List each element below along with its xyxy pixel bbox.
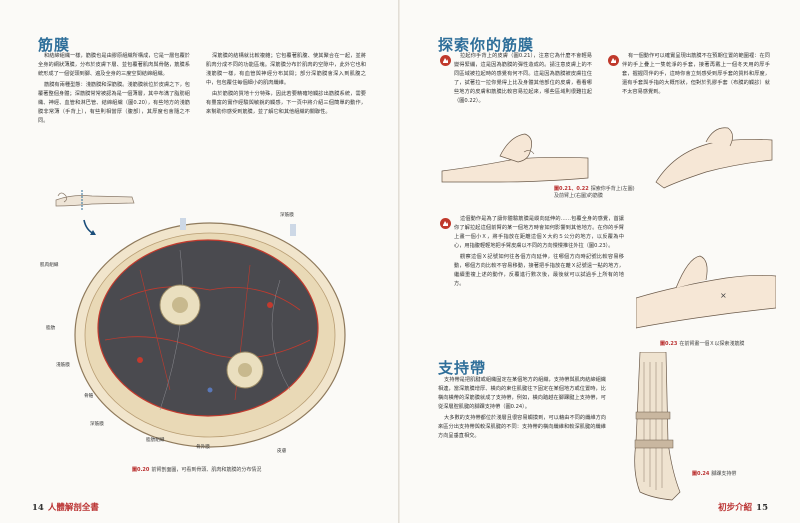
paragraph: 深筋膜的結構就比較複雜；它包覆著肌腹、使其聚合在一起，並將肌肉分成不同的功能區塊… (206, 53, 366, 86)
explore-step-3: 這個動作是為了讓你體驗筋膜是縱向延伸的……包覆全身的感覺，首讓你了解拉起這個前臂… (454, 215, 624, 335)
paragraph: 大多數的支持帶都位於淺層且很容易觸摸到，可以藉由不同的纖維方向來區分出支持帶與較… (438, 415, 606, 439)
caption-number: 圖0.20 (132, 467, 150, 473)
explore-step-1: 拉起你手背上的皮膚（圖0.21），注意它為什麼不會輕易變得緊繃，這是因為筋膜的彈… (454, 52, 592, 134)
retinaculum-text: 支持帶是把肌腱或組織固定在某個地方的組織，支持帶與肌肉結締組織相連，當深筋膜增厚… (438, 376, 606, 502)
label-fat: 脂肪 (46, 326, 56, 331)
left-page: 筋膜 和結締組織一樣，筋膜也是由膠原組織所構成，它是一層包覆於全身的網狀薄膜，分… (28, 36, 366, 513)
chapter-title: 初步介紹 (718, 503, 753, 513)
paragraph: 和結締組織一樣，筋膜也是由膠原組織所構成，它是一層包覆於全身的網狀薄膜，分布於皮… (38, 53, 190, 77)
forearm-pinch-illustration (636, 120, 776, 190)
pointer-arrow-icon (83, 219, 96, 235)
ankle-retinaculum-illustration (622, 352, 688, 502)
paragraph: 有一個動作可以確實呈現出筋膜不在預期位置的範圍裡：在同伴的手上疊上一隻乾淨的手套… (622, 53, 770, 95)
caption-text: 在前臂畫一個Ｘ以探索淺筋膜 (679, 341, 745, 347)
page-number: 15 (756, 503, 768, 513)
right-page: 探索你的筋膜 拉起你手背上的皮膚（圖0.21），注意它為什麼不會輕易變得緊繃，這… (400, 0, 800, 523)
caption-number: 圖0.24 (692, 471, 710, 477)
hand-activity-icon (440, 218, 451, 229)
forearm-x-illustration: × (636, 228, 776, 340)
arm-thumbnail-illustration (52, 176, 138, 216)
label-skin: 皮膚 (277, 449, 287, 454)
fascia-text-col1: 和結締組織一樣，筋膜也是由膠原組織所構成，它是一層包覆於全身的網狀薄膜，分布於皮… (38, 52, 190, 152)
label-bone: 骨骼 (84, 394, 94, 399)
section-title-retinaculum: 支持帶 (438, 359, 487, 377)
label-muscle-tissue: 肌肉組織 (40, 263, 59, 268)
label-fat-tissue: 脂肪組織 (146, 438, 165, 443)
fascia-text-col2: 深筋膜的結構就比較複雜；它包覆著肌腹、使其聚合在一起，並將肌肉分成不同的功能區塊… (206, 52, 366, 162)
paragraph: 這個動作是為了讓你體驗筋膜是縱向延伸的……包覆全身的感覺，首讓你了解拉起這個前臂… (454, 216, 624, 249)
caption-text: 探索你手背上(左圖)及前臂上(右圖)的筋膜 (554, 186, 635, 199)
label-deep-fascia-top: 深筋膜 (280, 213, 294, 218)
caption-number: 圖0.21、0.22 (554, 186, 589, 192)
caption-number: 圖0.23 (660, 341, 678, 347)
paragraph: 支持帶是把肌腱或組織固定在某個地方的組織，支持帶與肌肉結締組織相連，當深筋膜增厚… (438, 377, 606, 410)
paragraph: 拉起你手背上的皮膚（圖0.21），注意它為什麼不會輕易變得緊繃，這是因為筋膜的彈… (454, 53, 592, 104)
explore-step-2: 有一個動作可以確實呈現出筋膜不在預期位置的範圍裡：在同伴的手上疊上一隻乾淨的手套… (622, 52, 770, 134)
section-title-explore-fascia: 探索你的筋膜 (438, 36, 535, 54)
hand-activity-icon (440, 55, 451, 66)
label-periosteum: 骨外膜 (196, 445, 210, 450)
caption-text: 前臂剖面圖，可看到骨頭、肌肉和筋膜的分布情況 (151, 467, 262, 473)
caption-text: 腳踝支持帶 (711, 471, 737, 477)
hand-activity-icon (608, 55, 619, 66)
label-deep-fascia: 深筋膜 (90, 422, 104, 427)
section-title-fascia: 筋膜 (38, 36, 71, 54)
book-title: 人體解剖全書 (47, 503, 99, 513)
hand-pinch-illustration (440, 126, 590, 186)
paragraph: 筋膜有兩種型態：淺筋膜和深筋膜。淺筋膜就位於皮膚之下，包覆著整個身體；深筋膜常常… (38, 82, 190, 124)
label-superficial-fascia: 淺筋膜 (56, 363, 70, 368)
paragraph: 由於筋膜的質地十分特殊，因此若要精確地觸診出筋膜系統，需要有豐富的實作經驗與敏銳… (206, 91, 366, 115)
paragraph: 觀察這個Ｘ記號如何往各個方向延伸，往哪個方向時記號比較容易移動，哪個方向比較不容… (454, 254, 624, 287)
page-number: 14 (32, 503, 44, 513)
forearm-cross-section-illustration (74, 218, 346, 448)
svg-text:×: × (720, 291, 727, 300)
